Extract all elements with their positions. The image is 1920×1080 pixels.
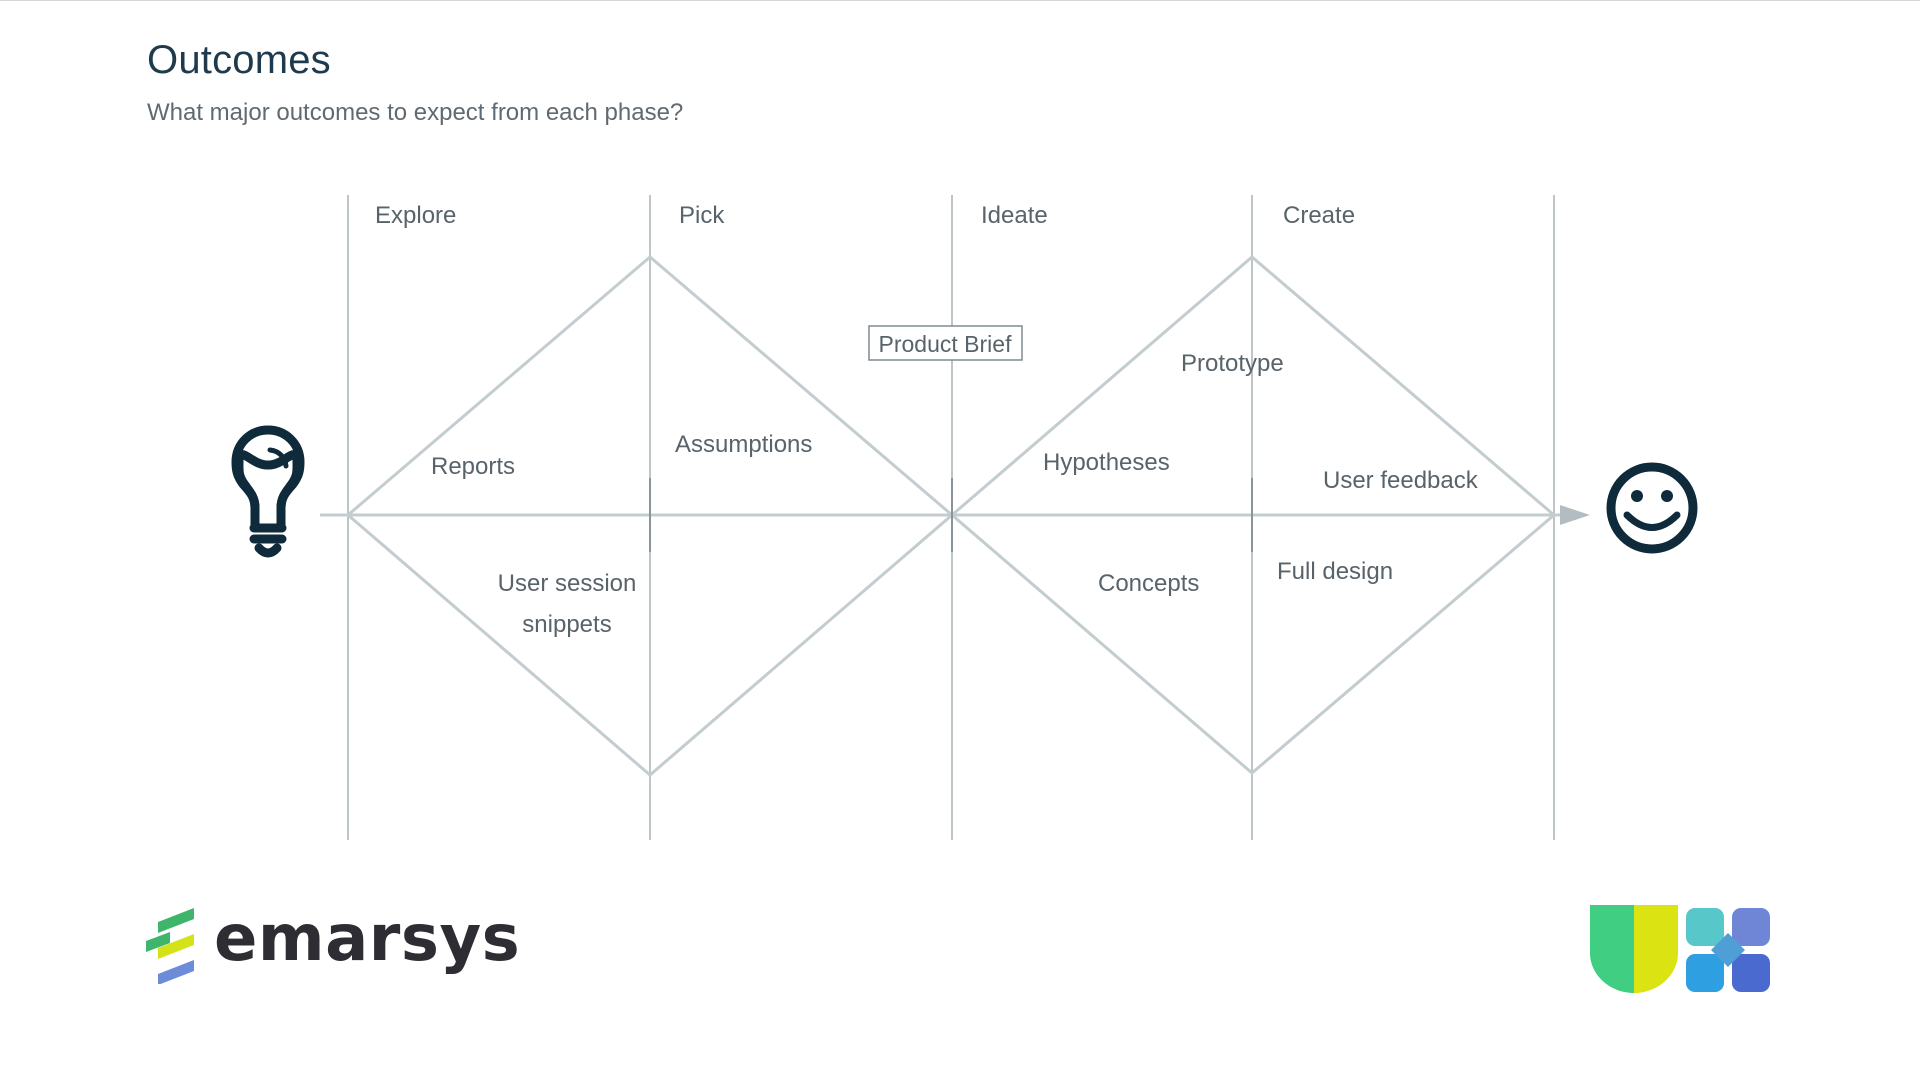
emarsys-logo[interactable]: emarsys — [146, 902, 520, 988]
product-brief-box — [868, 325, 1023, 361]
phase-label-pick: Pick — [679, 202, 725, 229]
outcome-concepts: Concepts — [1098, 570, 1199, 597]
lightbulb-icon — [231, 425, 305, 558]
outcome-user-session-line1: User session — [498, 570, 637, 597]
page-subtitle: What major outcomes to expect from each … — [147, 99, 684, 126]
phase-label-create: Create — [1283, 202, 1355, 229]
smiley-icon — [1606, 462, 1698, 554]
outcome-reports: Reports — [431, 453, 515, 480]
phase-label-ideate: Ideate — [981, 202, 1048, 229]
timeline-arrowhead — [1560, 505, 1590, 525]
top-rule — [0, 0, 1920, 1]
page-title: Outcomes — [147, 38, 331, 82]
outcome-full-design: Full design — [1277, 558, 1393, 585]
outcome-hypotheses: Hypotheses — [1043, 449, 1170, 476]
emarsys-mark-icon — [146, 908, 194, 984]
phase-label-explore: Explore — [375, 202, 456, 229]
emarsys-wordmark: emarsys — [214, 902, 521, 976]
outcome-assumptions: Assumptions — [675, 431, 812, 458]
ux-team-logo — [1590, 905, 1770, 993]
outcome-prototype: Prototype — [1181, 350, 1284, 377]
outcome-user-feedback: User feedback — [1323, 467, 1479, 494]
outcome-product-brief: Product Brief — [879, 331, 1013, 357]
double-diamond-diagram: Explore Pick Ideate Create Reports User … — [231, 195, 1698, 840]
outcome-user-session-line2: snippets — [522, 611, 611, 638]
